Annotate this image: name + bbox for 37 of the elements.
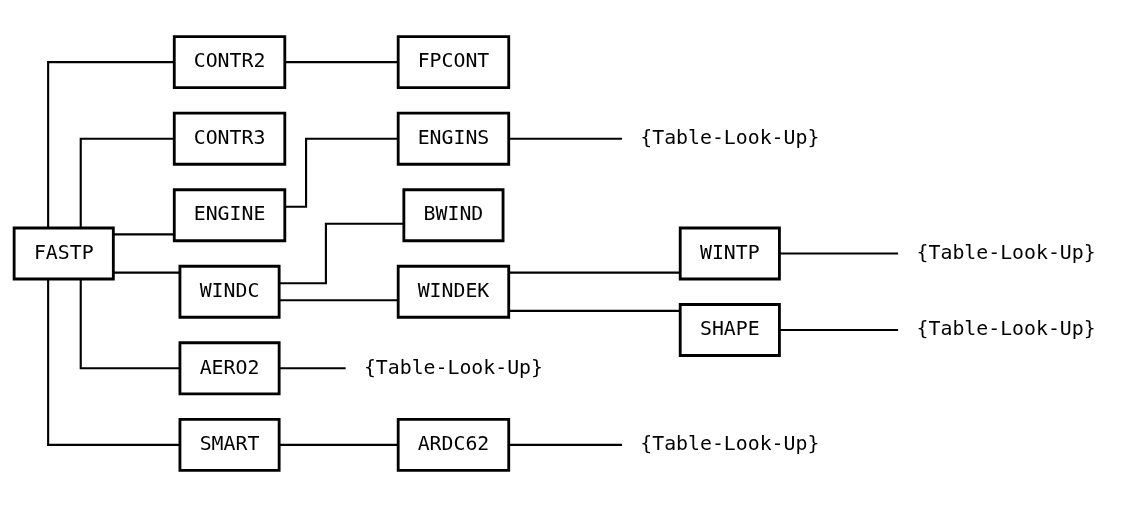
node-box: ARDC62 — [396, 417, 511, 472]
connector — [279, 367, 346, 370]
connector — [279, 443, 398, 446]
connector — [284, 61, 398, 64]
node-box: CONTR3 — [172, 111, 287, 166]
connector — [779, 252, 899, 255]
node-box: CONTR2 — [172, 35, 287, 90]
node-box: SHAPE — [678, 303, 781, 357]
connector — [279, 222, 404, 285]
node-box: WINDEK — [396, 264, 511, 319]
node-box: WINTP — [678, 226, 781, 281]
connector — [47, 279, 180, 446]
node-box: FASTP — [12, 226, 115, 281]
node-box: WINDC — [178, 264, 281, 319]
connector — [509, 137, 622, 140]
connector — [79, 279, 180, 370]
connector — [285, 137, 399, 208]
node-box: FPCONT — [396, 35, 511, 90]
node-box: SMART — [178, 417, 281, 472]
connector — [113, 233, 175, 236]
node-text: {Table-Look-Up} — [363, 355, 543, 379]
connector — [79, 137, 175, 228]
node-box: ENGINE — [172, 188, 287, 243]
node-text: {Table-Look-Up} — [916, 240, 1096, 264]
connector — [279, 299, 398, 302]
node-text: {Table-Look-Up} — [640, 432, 820, 456]
node-box: AERO2 — [178, 341, 281, 396]
connector — [509, 309, 680, 312]
connector — [779, 328, 899, 332]
node-box: BWIND — [402, 188, 505, 243]
connector — [113, 271, 180, 274]
connector — [509, 271, 680, 274]
node-text: {Table-Look-Up} — [916, 317, 1096, 341]
node-text: {Table-Look-Up} — [640, 125, 820, 149]
connector — [509, 443, 622, 446]
connector — [47, 61, 175, 228]
node-box: ENGINS — [396, 111, 511, 166]
